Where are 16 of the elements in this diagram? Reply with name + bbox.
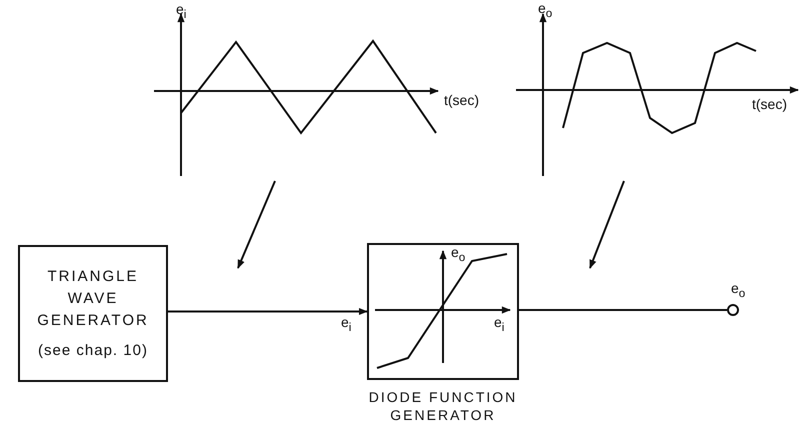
terminal-label: e$_{o}$	[731, 280, 746, 302]
block-title: TRIANGLE WAVE GENERATOR	[37, 266, 149, 330]
output-terminal	[727, 304, 739, 316]
leader-arrow	[589, 180, 625, 269]
axis-label: e$_{i}$	[494, 314, 504, 336]
signal-line	[519, 309, 727, 311]
axis-label: t(sec)	[444, 92, 479, 108]
leader-arrow	[237, 180, 276, 269]
axis-label: e$_{i}$	[176, 1, 186, 23]
block-title: DIODE FUNCTION GENERATOR	[368, 388, 518, 424]
block-note: (see chap. 10)	[38, 340, 148, 360]
signal-arrow	[168, 308, 368, 316]
axis-label: e$_{o}$	[538, 0, 552, 22]
generator-block	[18, 245, 168, 382]
axis-label: t(sec)	[752, 96, 787, 112]
axis-label: e$_{o}$	[451, 244, 466, 266]
